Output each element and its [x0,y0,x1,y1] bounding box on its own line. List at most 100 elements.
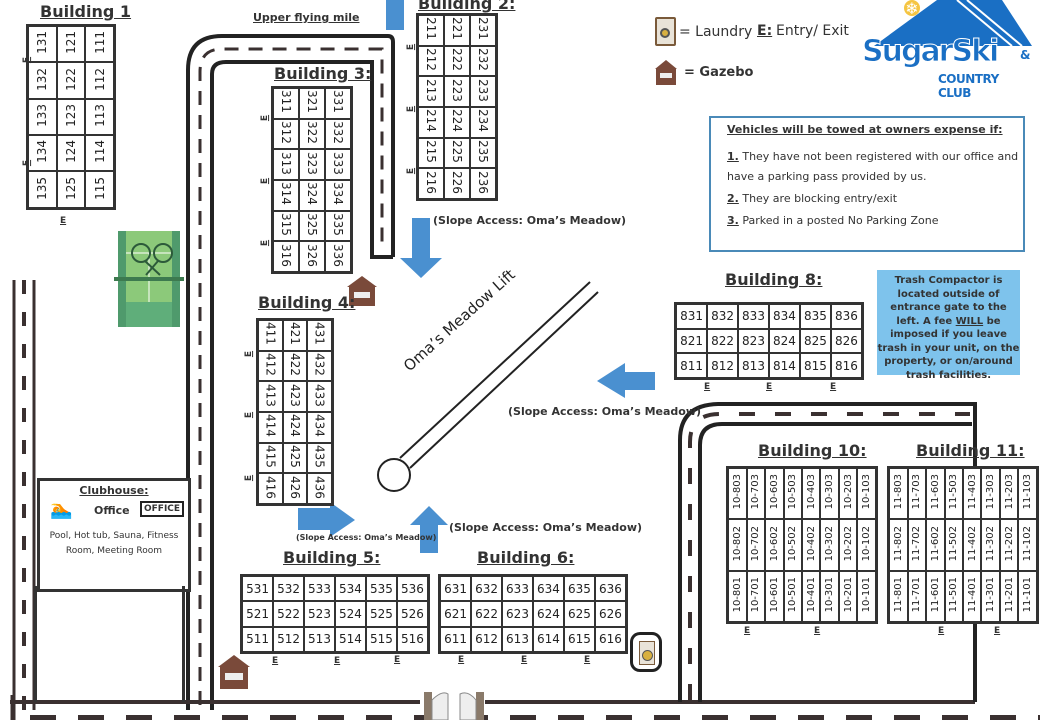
unit-512: 512 [272,625,306,654]
entry-marker: E [22,56,33,64]
entry-marker: E [406,105,417,113]
unit-231: 231 [468,13,498,47]
unit-10-302: 10-302 [819,518,840,572]
unit-324: 324 [298,178,326,212]
arrow-left-b8 [597,363,655,398]
unit-124: 124 [55,134,87,173]
unit-813: 813 [737,352,770,380]
unit-11-201: 11-201 [998,569,1020,624]
entry-marker: E [244,474,255,482]
tennis-court-icon [114,231,184,327]
unit-634: 634 [531,574,565,603]
unit-331: 331 [323,86,353,120]
building-4-title: Building 4: [258,293,356,312]
clubhouse-lot [34,586,185,702]
unit-10-601: 10-601 [764,569,785,624]
upper-flying-mile-road [186,34,395,710]
entry-marker: E [766,382,773,392]
entry-marker: E [406,167,417,175]
unit-315: 315 [271,209,301,243]
towing-rule-3: 3. Parked in a posted No Parking Zone [727,214,939,227]
unit-334: 334 [323,178,353,212]
slope-access-label-b2: (Slope Access: Oma’s Meadow) [433,214,627,227]
entry-marker: E [22,159,33,167]
entry-marker: E [334,656,341,666]
towing-notice-title: Vehicles will be towed at owners expense… [727,123,1003,136]
unit-233: 233 [468,75,498,108]
office-sign-icon: OFFICE [140,501,185,517]
unit-826: 826 [829,327,864,355]
clubhouse-title: Clubhouse: [79,484,149,497]
unit-425: 425 [281,441,309,475]
laundry-icon [630,632,662,672]
unit-432: 432 [306,349,334,383]
unit-413: 413 [256,380,284,413]
unit-10-803: 10-803 [726,466,748,521]
unit-436: 436 [306,472,334,506]
unit-336: 336 [323,240,353,274]
unit-616: 616 [593,625,628,654]
unit-221: 221 [443,13,471,47]
sugar-ski-logo: ❄ SugarSki & COUNTRY CLUB [861,0,1032,100]
building-1-title: Building 1 [40,2,132,21]
unit-10-703: 10-703 [745,466,767,521]
unit-632: 632 [470,574,504,603]
unit-426: 426 [281,472,309,506]
unit-132: 132 [26,61,58,100]
unit-11-803: 11-803 [887,466,909,521]
entrance-gate-icon [424,692,484,720]
building-11-title: Building 11: [916,441,1025,460]
unit-326: 326 [298,240,326,274]
unit-10-702: 10-702 [745,518,767,572]
unit-636: 636 [593,574,628,603]
unit-531: 531 [240,574,275,603]
unit-216: 216 [416,167,446,201]
unit-823: 823 [737,327,770,355]
svg-text:❄: ❄ [905,0,918,18]
unit-125: 125 [55,170,87,210]
unit-526: 526 [395,600,430,628]
unit-135: 135 [26,170,58,210]
entry-marker: E [260,114,271,122]
unit-624: 624 [531,600,565,628]
unit-521: 521 [240,600,275,628]
unit-10-802: 10-802 [726,518,748,572]
lift-base-station [377,458,411,492]
unit-10-303: 10-303 [819,466,840,521]
unit-11-602: 11-602 [925,518,946,572]
oma-meadow-lift [377,281,599,492]
unit-625: 625 [562,600,596,628]
unit-532: 532 [272,574,306,603]
unit-421: 421 [281,318,309,352]
unit-10-201: 10-201 [837,569,859,624]
unit-11-203: 11-203 [998,466,1020,521]
unit-535: 535 [364,574,398,603]
unit-10-203: 10-203 [837,466,859,521]
entry-marker: E [260,177,271,185]
unit-633: 633 [501,574,534,603]
left-road [12,280,36,720]
laundry-icon [655,17,676,46]
unit-435: 435 [306,441,334,475]
unit-224: 224 [443,105,471,139]
unit-524: 524 [333,600,367,628]
unit-123: 123 [55,97,87,137]
unit-10-503: 10-503 [782,466,803,521]
unit-121: 121 [55,24,87,64]
gazebo-label: = Gazebo [684,65,754,80]
unit-112: 112 [84,61,116,100]
office-label: Office [94,504,130,517]
unit-113: 113 [84,97,116,137]
unit-10-401: 10-401 [800,569,822,624]
unit-236: 236 [468,167,498,201]
unit-11-801: 11-801 [887,569,909,624]
unit-10-402: 10-402 [800,518,822,572]
unit-11-802: 11-802 [887,518,909,572]
unit-11-701: 11-701 [906,569,928,624]
unit-11-401: 11-401 [961,569,983,624]
unit-10-102: 10-102 [856,518,878,572]
